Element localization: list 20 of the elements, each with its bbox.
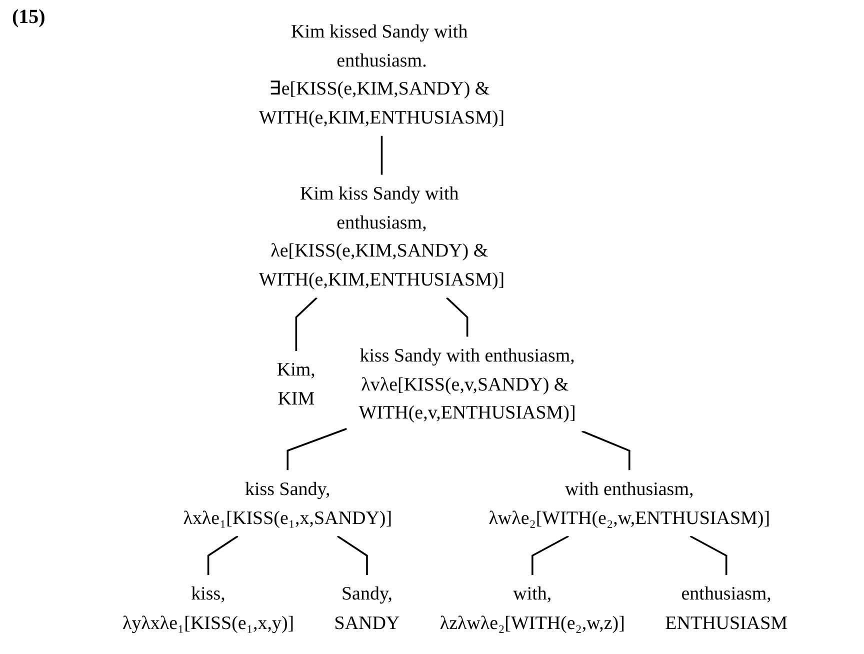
node-text: enthusiasm, ENTHUSIASM [665, 583, 788, 633]
connector [582, 430, 630, 470]
node-text: Kim kiss Sandy with enthusiasm, λe[KISS(e,KIM,SANDY) & WITH(e,KIM,ENTHUSIASM)] [258, 182, 505, 290]
connector [295, 297, 318, 351]
example-number: (15) [12, 6, 46, 29]
connector [690, 535, 728, 576]
connector [446, 297, 468, 337]
node-text: Sandy, SANDY [334, 583, 400, 633]
node-text: Kim, KIM [276, 358, 316, 409]
node-text: with, λzλwλe₂[WITH(e₂,w,z)] [440, 583, 625, 633]
node-text: Kim kissed Sandy with enthusiasm. ∃e[KISS(e,KIM,SANDY) & WITH(e,KIM,ENTHUSIASM)] [258, 20, 505, 128]
connector [207, 535, 238, 576]
connector [380, 136, 383, 175]
connector [336, 535, 368, 576]
node-text: kiss Sandy with enthusiasm, λvλe[KISS(e,v,SANDY) & WITH(e,v,ENTHUSIASM)] [358, 344, 576, 423]
node-text: kiss, λyλxλe₁[KISS(e₁,x,y)] [122, 583, 294, 633]
node-text: with enthusiasm, λwλe₂[WITH(e₂,w,ENTHUSIASM)] [488, 478, 770, 528]
connector [286, 428, 348, 470]
node-text: kiss Sandy, λxλe₁[KISS(e₁,x,SANDY)] [183, 478, 392, 528]
connector [532, 535, 569, 576]
